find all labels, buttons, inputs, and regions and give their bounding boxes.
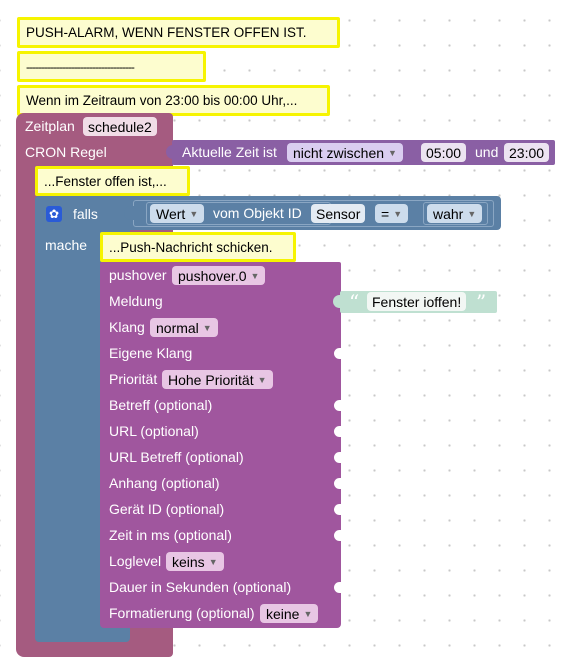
pushover-row-dropdown[interactable]: normal▼ (150, 318, 218, 337)
time-and-label: und (475, 144, 499, 160)
pushover-row-label: pushover (109, 267, 167, 283)
caret-down-icon: ▼ (202, 322, 212, 333)
schedule-label: Zeitplan (25, 118, 75, 134)
pushover-row-label: Loglevel (109, 553, 162, 569)
time-to-field[interactable]: 23:00 (504, 143, 550, 162)
caret-down-icon: ▼ (467, 208, 477, 219)
pushover-row-dropdown-text: normal (156, 319, 199, 336)
pushover-row-label: URL (optional) (109, 423, 199, 439)
pushover-row-label: Anhang (optional) (109, 475, 220, 491)
time-from-field[interactable]: 05:00 (421, 143, 467, 162)
comment-window-open-text: ...Fenster offen ist,... (44, 173, 167, 189)
compare-operator-text: = (381, 205, 390, 222)
object-id-field[interactable]: Sensor (311, 204, 366, 223)
time-condition-block[interactable]: Aktuelle Zeit ist nicht zwischen ▼ 05:00… (172, 140, 555, 165)
comment-title[interactable]: PUSH-ALARM, WENN FENSTER OFFEN IST. (17, 17, 340, 48)
boolean-dropdown[interactable]: wahr ▼ (427, 204, 483, 223)
pushover-row-dropdown[interactable]: Hohe Priorität▼ (162, 370, 273, 389)
pushover-row-dropdown-text: Hohe Priorität (168, 371, 254, 388)
comment-window-open[interactable]: ...Fenster offen ist,... (35, 166, 190, 196)
comment-time-range-text: Wenn im Zeitraum von 23:00 bis 00:00 Uhr… (26, 93, 298, 108)
comment-separator-text: ------------------------------------ (26, 59, 135, 74)
comment-separator[interactable]: ------------------------------------ (17, 51, 206, 82)
compare-operator-dropdown[interactable]: = ▼ (375, 204, 409, 223)
pushover-row-input-socket[interactable] (334, 582, 341, 593)
pushover-row-label: Dauer in Sekunden (optional) (109, 579, 292, 595)
pushover-row-label: Formatierung (optional) (109, 605, 255, 621)
boolean-text: wahr (433, 205, 464, 222)
pushover-row-input-socket[interactable] (334, 478, 341, 489)
value-dropdown[interactable]: Wert ▼ (150, 204, 205, 223)
comment-push-text: ...Push-Nachricht schicken. (109, 239, 273, 255)
value-dropdown-text: Wert (156, 205, 186, 222)
schedule-name-field[interactable]: schedule2 (83, 117, 157, 136)
pushover-block[interactable] (100, 262, 341, 628)
pushover-row-dropdown[interactable]: keins▼ (166, 552, 224, 571)
pushover-row-label: Klang (109, 319, 145, 335)
pushover-row-label: Gerät ID (optional) (109, 501, 225, 517)
pushover-row-dropdown-text: keine (266, 605, 300, 622)
pushover-row-dropdown-text: keins (172, 553, 205, 570)
quote-close-icon: ” (476, 290, 487, 314)
caret-down-icon: ▼ (393, 208, 403, 219)
pushover-row-dropdown-text: pushover.0 (178, 267, 247, 284)
pushover-row-label: Zeit in ms (optional) (109, 527, 232, 543)
if-label: falls (73, 206, 98, 222)
time-operator-value: nicht zwischen (293, 144, 385, 161)
do-label: mache (45, 237, 88, 253)
gear-icon[interactable]: ✿ (46, 206, 62, 222)
pushover-row-input-socket[interactable] (334, 400, 341, 411)
comment-time-range[interactable]: Wenn im Zeitraum von 23:00 bis 00:00 Uhr… (17, 85, 330, 116)
caret-down-icon: ▼ (303, 608, 313, 619)
pushover-row-dropdown[interactable]: pushover.0▼ (172, 266, 266, 285)
pushover-row-label: Priorität (109, 371, 158, 387)
quote-open-icon: “ (349, 290, 360, 314)
cron-label: CRON Regel (25, 144, 107, 160)
comment-push[interactable]: ...Push-Nachricht schicken. (100, 232, 296, 262)
time-operator-dropdown[interactable]: nicht zwischen ▼ (287, 143, 403, 162)
pushover-row-label: Eigene Klang (109, 345, 193, 361)
pushover-row-label: Meldung (109, 293, 163, 309)
pushover-row-input-socket[interactable] (334, 530, 341, 541)
caret-down-icon: ▼ (189, 208, 199, 219)
pushover-row-input-socket[interactable] (334, 504, 341, 515)
caret-down-icon: ▼ (257, 374, 267, 385)
message-text-field[interactable]: Fenster ioffen! (367, 292, 467, 311)
caret-down-icon: ▼ (388, 147, 397, 158)
pushover-row-input-socket[interactable] (334, 426, 341, 437)
pushover-row-label: URL Betreff (optional) (109, 449, 244, 465)
object-id-label: vom Objekt ID (213, 205, 302, 221)
pushover-row-label: Betreff (optional) (109, 397, 213, 413)
comment-title-text: PUSH-ALARM, WENN FENSTER OFFEN IST. (26, 25, 307, 40)
caret-down-icon: ▼ (250, 270, 260, 281)
caret-down-icon: ▼ (208, 556, 218, 567)
pushover-row-input-socket[interactable] (334, 348, 341, 359)
pushover-row-dropdown[interactable]: keine▼ (260, 604, 319, 623)
time-label: Aktuelle Zeit ist (182, 144, 277, 160)
pushover-row-input-socket[interactable] (334, 452, 341, 463)
